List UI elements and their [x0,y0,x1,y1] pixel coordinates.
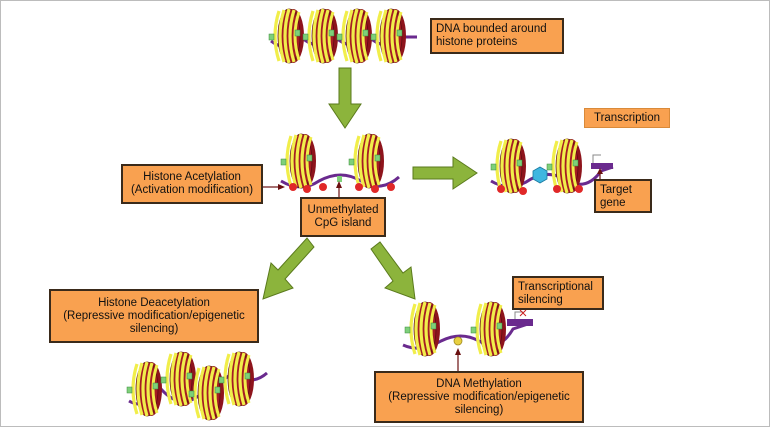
label-target-gene: Target gene [594,179,652,213]
middle-nucleosomes [279,132,400,193]
label-unmethylated-cpg: Unmethylated CpG island [300,197,386,237]
arrow-down [328,67,362,129]
pointer-target-gene [597,168,603,179]
pointer-acetylation [263,184,285,190]
label-histone-acetylation: Histone Acetylation (Activation modifica… [121,164,263,204]
label-transcription: Transcription [584,108,670,128]
label-dna-bounded: DNA bounded around histone proteins [430,18,564,54]
arrow-right [412,156,478,190]
deacetylated-nucleosomes [125,350,268,422]
active-nucleosomes [489,137,614,195]
pointer-methylation [455,348,461,371]
label-dna-methylation: DNA Methylation (Repressive modification… [374,371,584,423]
label-histone-deacetylation: Histone Deacetylation (Repressive modifi… [49,289,259,343]
arrow-down-right [370,241,416,300]
methylated-nucleosomes [402,300,533,358]
pointer-cpg [336,181,342,197]
top-nucleosomes [267,7,417,65]
arrow-down-left [262,237,315,300]
label-transcriptional-silencing: Transcriptional silencing [512,276,604,310]
